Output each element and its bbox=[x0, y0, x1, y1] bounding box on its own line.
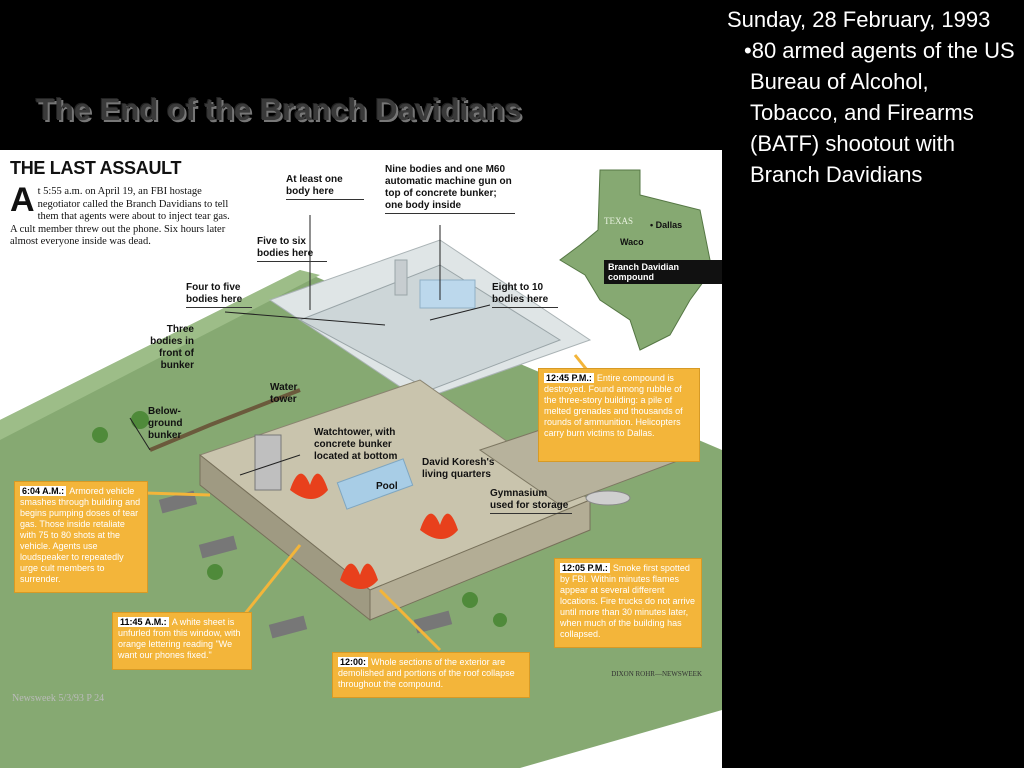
callout-pointer bbox=[378, 588, 442, 652]
map-waco-label: Waco bbox=[620, 237, 644, 247]
leader-line bbox=[239, 454, 301, 476]
label-nine-bodies: Nine bodies and one M60 automatic machin… bbox=[385, 164, 515, 214]
label-below-ground: Below-ground bunker bbox=[148, 406, 183, 441]
notes-bullet: •80 armed agents of the US Bureau of Alc… bbox=[744, 38, 1015, 187]
callout-text: A white sheet is unfurled from this wind… bbox=[118, 617, 241, 660]
ghost-compound-roof bbox=[298, 264, 562, 391]
callout-time: 11:45 A.M.: bbox=[118, 617, 169, 627]
artist-credit: DIXON ROHR—NEWSWEEK bbox=[611, 670, 702, 678]
label-five-to-six: Five to six bodies here bbox=[257, 236, 327, 262]
callout-1200: 12:00:Whole sections of the exterior are… bbox=[332, 652, 530, 698]
tree bbox=[462, 592, 478, 608]
fire-2 bbox=[420, 513, 458, 539]
callout-time: 12:00: bbox=[338, 657, 369, 667]
infographic-heading: THE LAST ASSAULT bbox=[10, 158, 182, 178]
callout-text: Armored vehicle smashes through building… bbox=[20, 486, 141, 584]
main-building-side bbox=[369, 499, 591, 621]
label-three-bodies: Three bodies in front of bunker bbox=[150, 324, 194, 371]
callout-text: Smoke first spotted by FBI. Within minut… bbox=[560, 563, 696, 639]
label-pool: Pool bbox=[376, 481, 398, 492]
callout-1205pm: 12:05 P.M.:Smoke first spotted by FBI. W… bbox=[554, 558, 702, 648]
pool-shape bbox=[336, 458, 414, 510]
tree bbox=[207, 564, 223, 580]
intro-dropcap: A bbox=[10, 181, 35, 219]
label-eight-to-ten: Eight to 10 bodies here bbox=[492, 282, 558, 308]
label-at-least-one: At least one body here bbox=[286, 174, 364, 200]
notes-text: Sunday, 28 February, 1993 •80 armed agen… bbox=[727, 4, 1019, 190]
label-four-to-five: Four to five bodies here bbox=[186, 282, 252, 308]
leader-line bbox=[224, 311, 386, 326]
leader-line bbox=[129, 417, 151, 451]
notes-date: Sunday, 28 February, 1993 bbox=[727, 7, 991, 32]
callout-time: 12:05 P.M.: bbox=[560, 563, 610, 573]
callout-1245pm: 12:45 P.M.:Entire compound is destroyed.… bbox=[538, 368, 700, 462]
callout-pointer bbox=[144, 491, 211, 497]
grass-edge bbox=[0, 270, 320, 440]
intro-text: t 5:55 a.m. on April 19, an FBI hostage … bbox=[10, 186, 230, 247]
leader-line bbox=[429, 304, 491, 321]
slide-title: The End of the Branch Davidians bbox=[36, 92, 522, 127]
tree bbox=[493, 613, 507, 627]
label-watchtower: Watchtower, with concrete bunker located… bbox=[314, 427, 398, 462]
tank-4 bbox=[413, 610, 453, 634]
source-citation: Newsweek 5/3/93 P 24 bbox=[12, 693, 105, 704]
ghost-pool bbox=[419, 279, 476, 309]
callout-1145am: 11:45 A.M.:A white sheet is unfurled fro… bbox=[112, 612, 252, 670]
label-water-tower: Water tower bbox=[270, 382, 298, 405]
ghost-tower bbox=[394, 259, 408, 296]
map-dallas-label: • Dallas bbox=[650, 220, 683, 230]
tree bbox=[131, 411, 149, 429]
fire-1 bbox=[290, 473, 328, 499]
tank-2 bbox=[198, 535, 238, 559]
callout-time: 6:04 A.M.: bbox=[20, 486, 67, 496]
road-dirt bbox=[149, 388, 301, 452]
callout-604am: 6:04 A.M.:Armored vehicle smashes throug… bbox=[14, 481, 148, 593]
callout-text: Whole sections of the exterior are demol… bbox=[338, 657, 515, 689]
callout-pointer bbox=[238, 544, 302, 621]
callout-time: 12:45 P.M.: bbox=[544, 373, 594, 383]
callout-text: Entire compound is destroyed. Found amon… bbox=[544, 373, 683, 438]
map-state-label: TEXAS bbox=[604, 216, 633, 226]
map-compound-label: Branch Davidian compound bbox=[604, 260, 722, 284]
tank-3 bbox=[268, 615, 308, 639]
fire-3 bbox=[340, 563, 378, 589]
label-koresh-quarters: David Koresh's living quarters bbox=[422, 457, 495, 480]
label-gymnasium: Gymnasium used for storage bbox=[490, 488, 572, 514]
helicopter bbox=[585, 490, 631, 506]
tree bbox=[92, 427, 108, 443]
tank-1 bbox=[158, 490, 198, 514]
